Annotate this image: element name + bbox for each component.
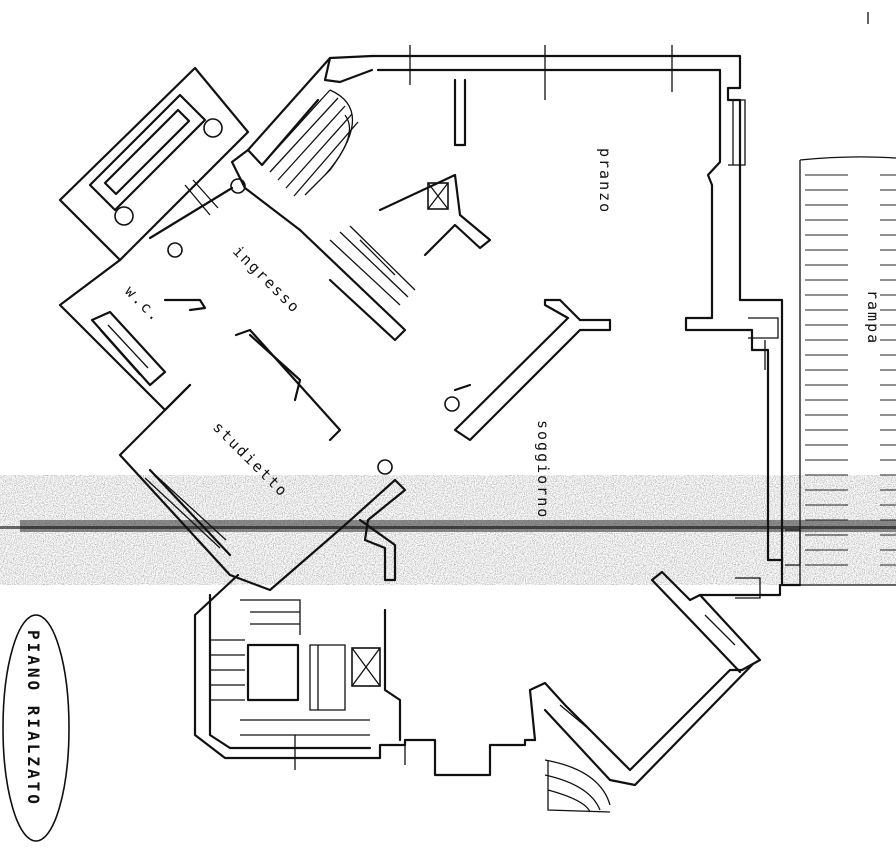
fixtures xyxy=(114,118,460,475)
plan-title: PIANO RIALZATO xyxy=(24,630,43,807)
curved-bay-stair xyxy=(544,759,611,813)
outer-walls xyxy=(58,54,802,787)
ramp-hatching xyxy=(799,156,896,586)
scan-noise-band xyxy=(0,475,896,585)
lower-staircase xyxy=(210,599,381,736)
room-label-wc: w.c. xyxy=(121,282,165,326)
plan-title-stamp: PIANO RIALZATO xyxy=(2,614,70,842)
windows xyxy=(99,45,801,770)
room-label-rampa: rampa xyxy=(864,290,882,345)
room-label-pranzo: pranzo xyxy=(596,148,614,214)
upper-staircase xyxy=(261,89,416,306)
room-label-ingresso: ingresso xyxy=(229,242,304,317)
room-label-soggiorno: soggiorno xyxy=(534,420,552,519)
